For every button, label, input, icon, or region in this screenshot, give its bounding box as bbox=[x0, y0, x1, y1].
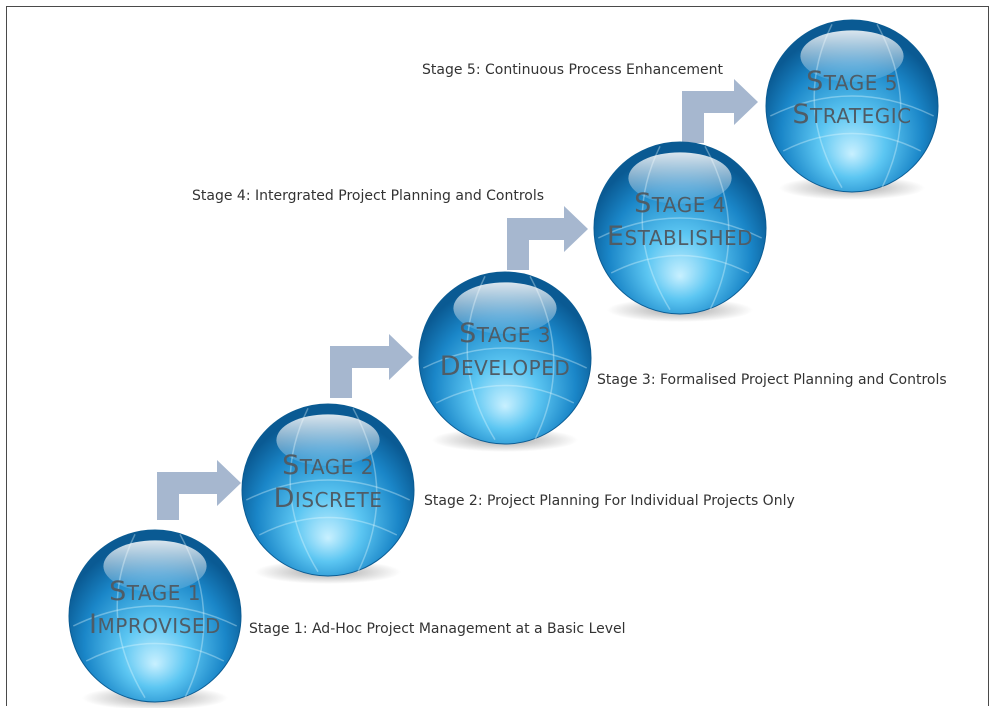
stage-level-label: Developed bbox=[439, 351, 571, 382]
stage-description-2: Stage 2: Project Planning For Individual… bbox=[424, 493, 795, 509]
stage-number-label: Stage 3 bbox=[459, 318, 551, 349]
stage-title-4: Stage 4Established bbox=[590, 188, 770, 254]
stage-level-label: Strategic bbox=[792, 99, 912, 130]
connector-arrow-icon bbox=[682, 79, 758, 143]
connector-arrow-icon bbox=[157, 460, 241, 520]
connector-arrow-icon bbox=[330, 334, 413, 398]
stage-number-label: Stage 5 bbox=[806, 66, 898, 97]
stage-level-label: Discrete bbox=[273, 483, 383, 514]
stage-number-label: Stage 2 bbox=[282, 450, 374, 481]
stage-level-label: Improvised bbox=[89, 609, 221, 640]
stage-description-3: Stage 3: Formalised Project Planning and… bbox=[597, 372, 947, 388]
stage-description-4: Stage 4: Intergrated Project Planning an… bbox=[192, 188, 545, 204]
stage-level-label: Established bbox=[606, 221, 754, 252]
stage-sphere-2 bbox=[241, 403, 415, 584]
stage-description-1: Stage 1: Ad-Hoc Project Management at a … bbox=[249, 621, 626, 637]
connector-arrow-icon bbox=[507, 206, 588, 270]
stage-description-5: Stage 5: Continuous Process Enhancement bbox=[422, 62, 724, 78]
stage-number-label: Stage 4 bbox=[634, 188, 726, 219]
stage-title-1: Stage 1Improvised bbox=[65, 576, 245, 642]
stage-number-label: Stage 1 bbox=[109, 576, 201, 607]
stage-sphere-4 bbox=[593, 141, 767, 322]
stage-sphere-3 bbox=[418, 271, 592, 452]
stage-title-3: Stage 3Developed bbox=[415, 318, 595, 384]
stage-sphere-1 bbox=[68, 529, 242, 708]
stage-title-5: Stage 5Strategic bbox=[762, 66, 942, 132]
stage-title-2: Stage 2Discrete bbox=[238, 450, 418, 516]
stage-sphere-5 bbox=[765, 19, 939, 200]
